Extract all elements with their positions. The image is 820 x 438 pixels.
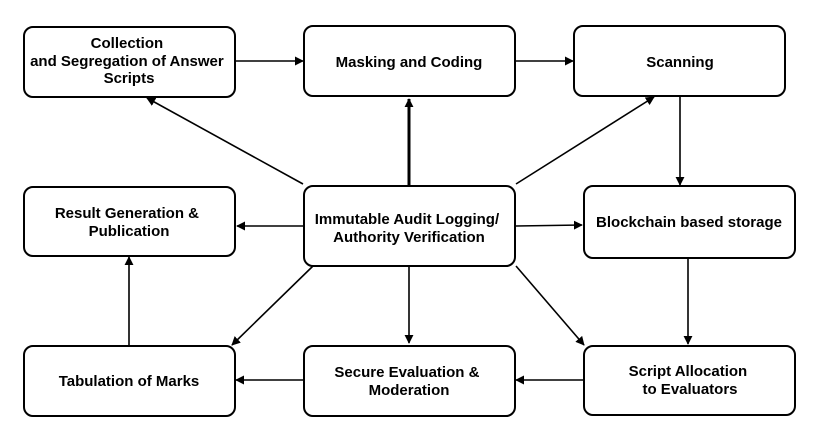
node-label: Collection and Segregation of Answer Scr…: [30, 35, 228, 87]
node-tabulation: Tabulation of Marks: [23, 345, 236, 417]
node-scanning: Scanning: [573, 25, 786, 97]
node-label-line: Secure Evaluation &: [334, 364, 479, 381]
edge-audit-to-collection: [146, 97, 304, 185]
node-label-line: Result Generation &: [55, 205, 199, 222]
node-label-line: Moderation: [369, 382, 450, 399]
node-label: Result Generation & Publication: [55, 205, 203, 240]
node-label-line: Authority Verification: [333, 229, 485, 246]
node-blockchain: Blockchain based storage: [583, 185, 796, 259]
node-label-line: Tabulation of Marks: [59, 373, 200, 390]
edge-audit-to-scanning: [515, 96, 655, 185]
node-label: Masking and Coding: [336, 54, 483, 71]
node-label: Immutable Audit Logging/ Authority Verif…: [315, 211, 504, 246]
node-label-line: Blockchain based storage: [596, 214, 782, 231]
node-evaluation: Secure Evaluation & Moderation: [303, 345, 516, 417]
nodes: Collection and Segregation of Answer Scr…: [23, 25, 796, 417]
node-label-line: Immutable Audit Logging/: [315, 211, 500, 228]
node-label: Blockchain based storage: [596, 214, 782, 231]
node-label-line: Script Allocation: [629, 363, 748, 380]
edge-audit-to-allocation: [515, 265, 585, 346]
node-label-line: to Evaluators: [642, 381, 737, 398]
node-label-line: Masking and Coding: [336, 54, 483, 71]
node-result: Result Generation & Publication: [23, 186, 236, 257]
node-collection: Collection and Segregation of Answer Scr…: [23, 26, 236, 98]
node-label-line: Collection: [91, 35, 164, 52]
node-allocation: Script Allocation to Evaluators: [583, 345, 796, 416]
node-audit: Immutable Audit Logging/ Authority Verif…: [303, 185, 516, 267]
edge-audit-to-tabulation: [231, 265, 314, 346]
edge-audit-to-blockchain: [515, 220, 583, 230]
node-label-line: Scanning: [646, 54, 714, 71]
node-label: Script Allocation to Evaluators: [629, 363, 752, 398]
node-label: Scanning: [646, 54, 714, 71]
node-label-line: and Segregation of Answer: [30, 53, 224, 70]
node-label: Tabulation of Marks: [59, 373, 200, 390]
node-masking: Masking and Coding: [303, 25, 516, 97]
edges: [124, 56, 693, 385]
node-label-line: Scripts: [104, 70, 155, 87]
node-label: Secure Evaluation & Moderation: [334, 364, 483, 399]
node-label-line: Publication: [89, 223, 170, 240]
